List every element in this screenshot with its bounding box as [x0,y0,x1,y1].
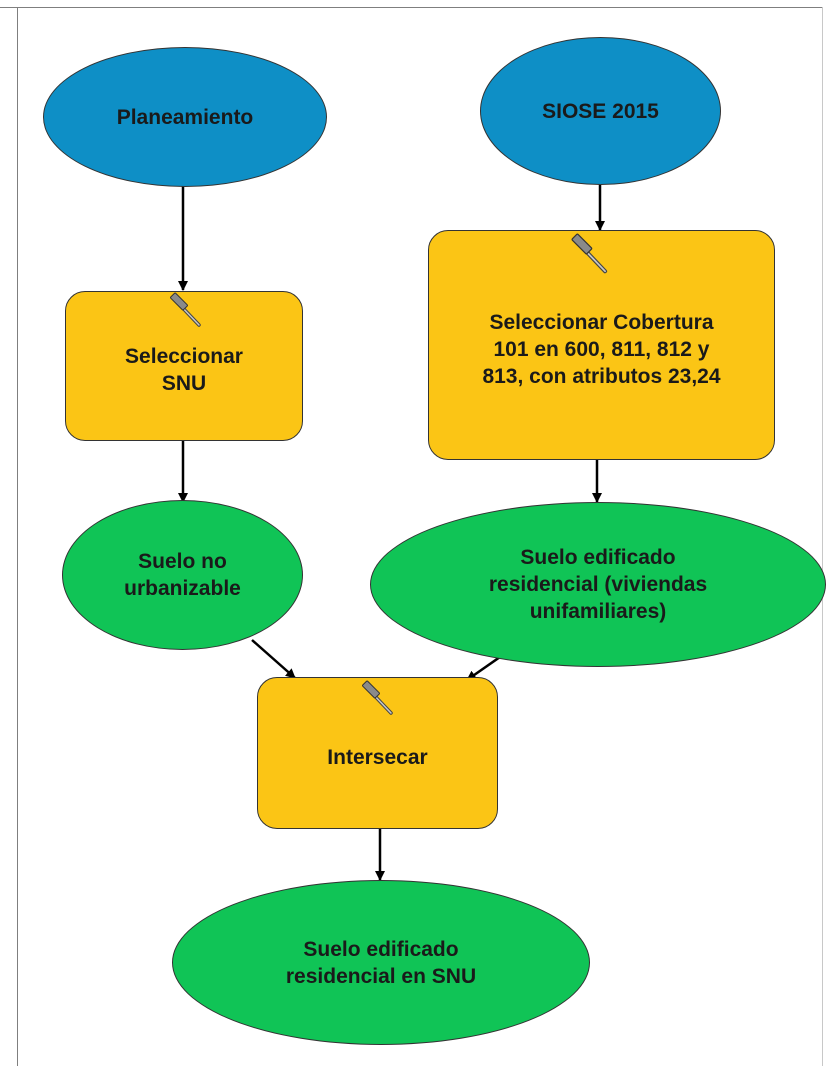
node-suelo-edificado-residencial[interactable]: Suelo edificado residencial (viviendas u… [370,502,826,667]
node-siose-2015-label: SIOSE 2015 [542,99,659,123]
node-seleccionar-snu[interactable]: Seleccionar SNU [65,291,303,441]
hammer-icon [167,292,205,330]
node-intersecar-label: Intersecar [327,745,428,769]
canvas-border-left [17,7,18,1066]
canvas-border-top [0,7,823,8]
node-seleccionar-snu-label: Seleccionar SNU [125,345,243,395]
node-suelo-edificado-snu-label: Suelo edificado residencial en SNU [285,937,477,988]
node-suelo-no-urbanizable[interactable]: Suelo no urbanizable [62,500,303,650]
node-suelo-edificado-residencial-en-snu[interactable]: Suelo edificado residencial en SNU [172,880,590,1045]
canvas-border-right [822,7,823,1066]
hammer-icon [568,233,612,277]
node-suelo-edificado-residencial-label: Suelo edificado residencial (viviendas u… [488,546,708,623]
node-planeamiento[interactable]: Planeamiento [43,47,327,187]
node-seleccionar-cobertura-label: Seleccionar Cobertura 101 en 600, 811, 8… [482,310,721,388]
node-planeamiento-label: Planeamiento [116,105,254,129]
node-intersecar[interactable]: Intersecar [257,677,498,829]
hammer-icon [359,680,397,718]
edge-suelo-no-urbanizable-to-intersecar [251,639,296,679]
node-seleccionar-cobertura[interactable]: Seleccionar Cobertura 101 en 600, 811, 8… [428,230,775,460]
node-suelo-no-urbanizable-label: Suelo no urbanizable [124,550,241,600]
node-siose-2015[interactable]: SIOSE 2015 [480,37,721,185]
